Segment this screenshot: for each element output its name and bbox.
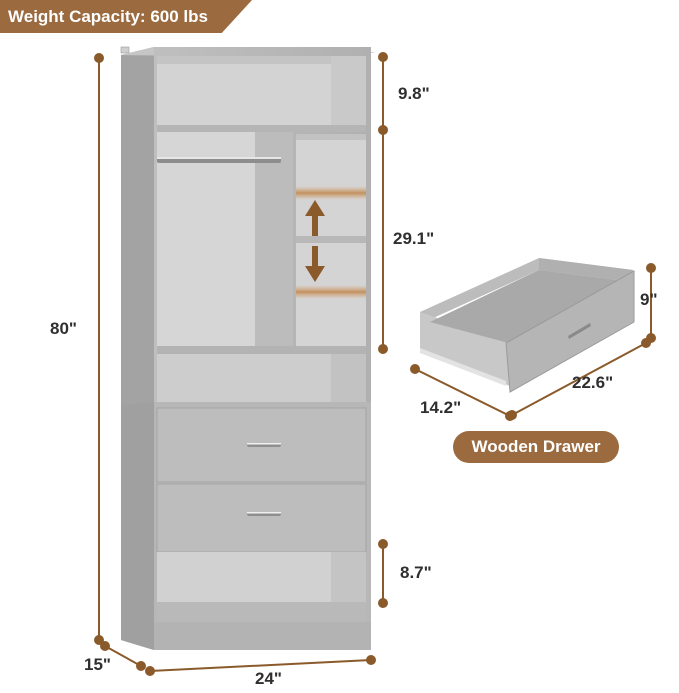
bottom-shelf-height-label: 8.7"	[400, 563, 432, 582]
wooden-drawer-text: Wooden Drawer	[471, 437, 601, 456]
drawer-width-label: 22.6"	[572, 373, 614, 392]
dimension-lines	[94, 52, 656, 676]
wooden-drawer-badge: Wooden Drawer	[453, 431, 619, 463]
height-label: 80"	[50, 319, 77, 338]
middle-section-height-label: 29.1"	[393, 229, 435, 248]
weight-capacity-text: Weight Capacity: 600 lbs	[8, 6, 208, 26]
top-shelf-height-label: 9.8"	[398, 84, 430, 103]
weight-capacity-badge: Weight Capacity: 600 lbs	[0, 0, 252, 33]
adjust-arrows-icon	[305, 200, 325, 282]
drawer-depth-label: 14.2"	[420, 398, 462, 417]
drawer-illustration	[420, 258, 635, 393]
depth-label: 15"	[84, 655, 111, 674]
wardrobe	[120, 46, 376, 650]
width-label: 24"	[255, 669, 282, 688]
drawer-height-label: 9"	[640, 290, 658, 309]
